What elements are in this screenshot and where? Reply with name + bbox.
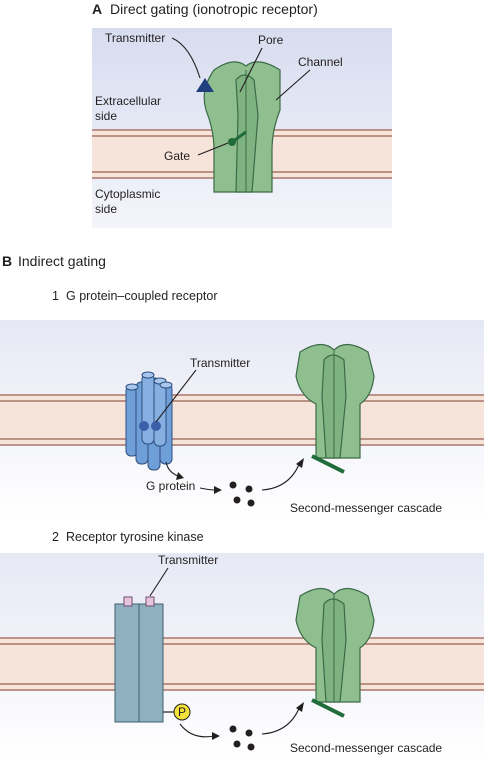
part1-arrowhead-messengers [214,486,222,494]
part1-arrow-g-protein [165,461,179,477]
part2-label-cascade: Second-messenger cascade [290,741,442,755]
pointer-gate [197,142,229,156]
label-pore: Pore [258,33,284,47]
g-protein-coupled-receptor [125,371,173,471]
part1-second-messengers [229,481,255,507]
pointer-pore [239,47,263,93]
label-cytoplasmic-1: Cytoplasmic [95,187,160,201]
panel-a-title: Direct gating (ionotropic receptor) [110,1,318,17]
panel-b: B Indirect gating 1 G protein–coupled re… [0,253,484,760]
part1-pointer-transmitter [155,369,197,423]
part1-arrowhead-channel [296,458,304,468]
label-extracellular-1: Extracellular [95,94,161,108]
part2-label-transmitter: Transmitter [158,553,218,567]
part1-label-g-protein: G protein [146,479,195,493]
transmitter-triangle-icon [196,78,214,92]
label-transmitter-a: Transmitter [105,31,165,45]
transmitter-in-gpcr-icon [139,421,161,431]
part1-arrow-to-channel [261,461,301,491]
part2-membrane [0,637,484,691]
transmitter-square-icon-1 [123,596,133,607]
pointer-channel [275,69,311,101]
part1-membrane [0,394,484,446]
part2-arrow-to-channel [261,705,301,735]
panel-b-title: Indirect gating [18,253,106,269]
part1-label-cascade: Second-messenger cascade [290,501,442,515]
part2-arrow-to-messengers [179,723,215,738]
part1-number: 1 [52,289,59,303]
ion-channel-b2 [295,587,375,703]
part2-second-messengers [229,725,255,751]
label-cytoplasmic-2: side [95,202,117,216]
part2-arrowhead-channel [296,702,304,712]
part1-label-transmitter: Transmitter [190,356,250,370]
part2-number: 2 [52,530,59,544]
receptor-tyrosine-kinase [114,596,164,723]
panel-b-letter: B [2,253,12,269]
part2-title: Receptor tyrosine kinase [66,530,204,544]
phosphate-icon [173,703,191,721]
part2-pointer-transmitter [149,567,169,597]
part1-gate-icon [311,454,345,474]
label-gate: Gate [164,149,190,163]
part1-arrowhead-g-protein [176,472,184,480]
panel-a: A Direct gating (ionotropic receptor) Tr… [92,1,392,228]
part2-arrowhead-messengers [212,732,220,740]
part1-title: G protein–coupled receptor [66,289,217,303]
label-channel: Channel [298,55,343,69]
transmitter-square-icon-2 [145,596,155,607]
part2-gate-icon [311,698,345,718]
phosphate-label: P [178,705,186,719]
label-extracellular-2: side [95,109,117,123]
part1-arrow-to-messengers [199,487,215,491]
panel-a-letter: A [92,1,102,17]
ion-channel-b1 [295,343,375,459]
ion-channel-a [203,61,281,193]
gate-icon [228,130,247,146]
pointer-transmitter [171,37,201,79]
